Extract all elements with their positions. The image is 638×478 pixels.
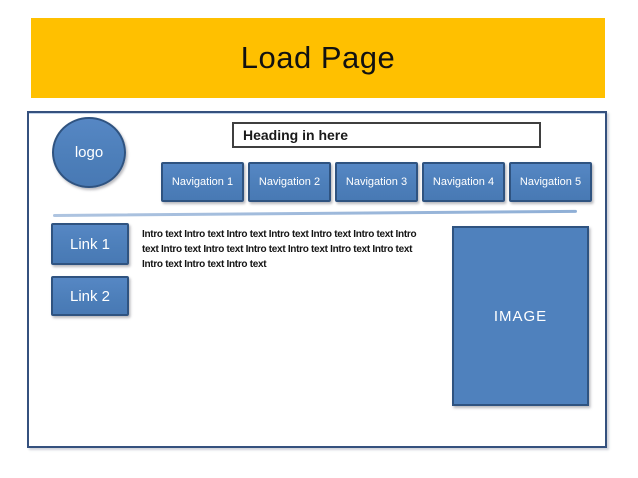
logo-placeholder[interactable]: logo bbox=[52, 117, 126, 188]
intro-text-line: Intro text Intro text Intro text bbox=[142, 259, 267, 270]
image-placeholder[interactable]: IMAGE bbox=[452, 226, 589, 406]
nav-button-3[interactable]: Navigation 3 bbox=[335, 162, 418, 202]
nav-button-1[interactable]: Navigation 1 bbox=[161, 162, 244, 202]
nav-button-1-label: Navigation 1 bbox=[171, 176, 234, 188]
intro-text-line: Intro text Intro text Intro text Intro t… bbox=[142, 229, 417, 240]
intro-text-block: Intro text Intro text Intro text Intro t… bbox=[142, 227, 472, 272]
nav-button-2[interactable]: Navigation 2 bbox=[248, 162, 331, 202]
heading-box: Heading in here bbox=[232, 122, 541, 148]
nav-button-2-label: Navigation 2 bbox=[258, 176, 321, 188]
image-placeholder-label: IMAGE bbox=[493, 307, 548, 325]
nav-button-4-label: Navigation 4 bbox=[432, 176, 495, 188]
link-button-1-label: Link 1 bbox=[69, 235, 111, 253]
link-button-1[interactable]: Link 1 bbox=[51, 223, 129, 265]
nav-button-5-label: Navigation 5 bbox=[519, 176, 582, 188]
divider-line bbox=[52, 209, 577, 217]
nav-button-5[interactable]: Navigation 5 bbox=[509, 162, 592, 202]
page-title: Load Page bbox=[240, 40, 396, 75]
logo-label: logo bbox=[74, 144, 104, 161]
link-button-2[interactable]: Link 2 bbox=[51, 276, 129, 316]
nav-button-4[interactable]: Navigation 4 bbox=[422, 162, 505, 202]
intro-text-line: text Intro text Intro text Intro text In… bbox=[142, 244, 413, 255]
nav-button-3-label: Navigation 3 bbox=[345, 176, 408, 188]
link-button-2-label: Link 2 bbox=[69, 287, 111, 305]
navigation-bar: Navigation 1 Navigation 2 Navigation 3 N… bbox=[161, 162, 592, 202]
heading-text: Heading in here bbox=[243, 127, 349, 143]
title-banner: Load Page bbox=[31, 18, 605, 98]
wireframe-frame: logo Heading in here Navigation 1 Naviga… bbox=[27, 111, 607, 448]
